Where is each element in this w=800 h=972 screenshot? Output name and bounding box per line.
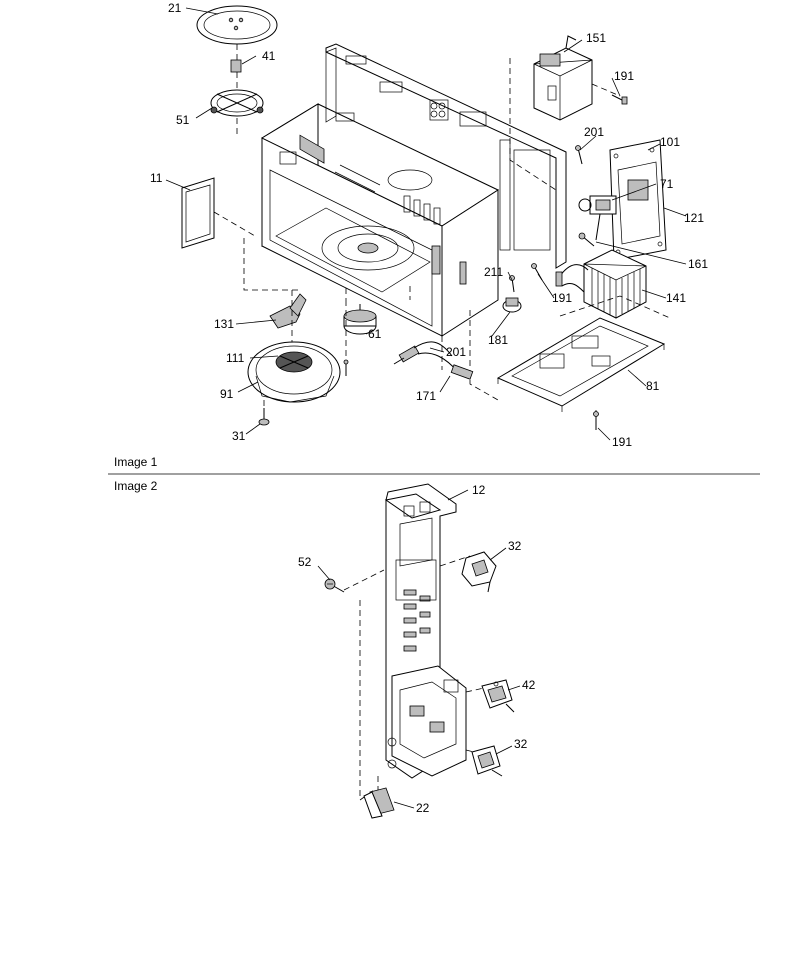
coupler (230, 44, 242, 88)
callout-101: 101 (660, 135, 680, 149)
callout-181: 181 (488, 333, 508, 347)
screw-cover (258, 408, 270, 426)
callout-22: 22 (416, 801, 430, 815)
callout-111: 111 (226, 351, 245, 365)
latch-board (384, 483, 467, 779)
callout-91: 91 (220, 387, 234, 401)
callout-211: 211 (484, 265, 503, 279)
callout-191-mid: 191 (552, 291, 572, 305)
stirrer-motor (343, 304, 377, 335)
interlock-switch-lower (471, 745, 503, 777)
image-1-drawing: 21 41 51 11 151 191 201 101 71 121 161 2… (150, 1, 708, 449)
leader-lines-image-1 (165, 7, 687, 441)
monitor-switch (481, 679, 515, 713)
thermal-cutout (502, 297, 522, 313)
callout-42: 42 (522, 678, 536, 692)
fuse-holder (578, 195, 617, 241)
diode (578, 232, 595, 247)
callout-31: 31 (232, 429, 246, 443)
screw-magnetron (611, 94, 628, 105)
callout-21: 21 (168, 1, 182, 15)
callout-141: 141 (666, 291, 686, 305)
callout-151: 151 (586, 31, 606, 45)
callout-121: 121 (684, 211, 704, 225)
callout-32-lower: 32 (514, 737, 528, 751)
stirrer-blade (269, 293, 307, 329)
section-label-image-1: Image 1 (114, 455, 158, 469)
callout-41: 41 (262, 49, 276, 63)
stirrer-cover (247, 341, 341, 403)
callouts-image-2: 12 52 32 42 32 22 (298, 483, 536, 815)
base-plate (496, 317, 666, 412)
hood-plate (609, 139, 667, 261)
cavity-body (260, 103, 500, 337)
callout-201-bottom: 201 (446, 345, 466, 359)
callout-131: 131 (214, 317, 234, 331)
callout-51: 51 (176, 113, 190, 127)
callout-191-top: 191 (614, 69, 634, 83)
callout-71: 71 (660, 177, 674, 191)
waveguide-cover (181, 177, 215, 249)
section-label-image-2: Image 2 (114, 479, 158, 493)
image-2-drawing: 12 52 32 42 32 22 (298, 483, 536, 819)
screw-bracket (575, 145, 583, 165)
callout-61: 61 (368, 327, 382, 341)
callouts-image-1: 21 41 51 11 151 191 201 101 71 121 161 2… (150, 1, 708, 449)
wire-harness (393, 341, 474, 380)
turntable-tray (196, 5, 278, 45)
magnetron (533, 35, 593, 121)
screw-latch (324, 578, 345, 593)
latch-lever (363, 787, 395, 819)
callout-191-bottom: 191 (612, 435, 632, 449)
callout-201-top: 201 (584, 125, 604, 139)
callout-11: 11 (150, 171, 163, 185)
callout-52: 52 (298, 555, 312, 569)
leader-lines-image-2 (317, 489, 521, 809)
callout-161: 161 (688, 257, 708, 271)
interlock-switch-upper (461, 551, 497, 593)
callout-81: 81 (646, 379, 660, 393)
callout-32-upper: 32 (508, 539, 522, 553)
roller-ring (210, 89, 264, 117)
callout-12: 12 (472, 483, 486, 497)
callout-171: 171 (416, 389, 436, 403)
transformer (583, 249, 647, 319)
back-panel (325, 43, 567, 269)
